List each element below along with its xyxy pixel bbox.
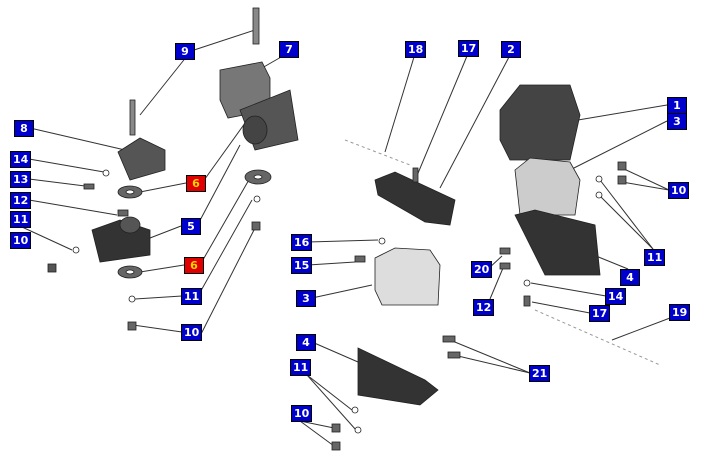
axis-lines	[344, 139, 661, 366]
callout-19[interactable]: 19	[669, 304, 691, 321]
callout-20[interactable]: 20	[471, 261, 493, 278]
callout-14[interactable]: 14	[605, 288, 627, 305]
callout-11[interactable]: 11	[10, 211, 32, 228]
callout-15[interactable]: 15	[291, 257, 313, 274]
callout-17[interactable]: 17	[589, 305, 611, 322]
callout-1[interactable]: 1	[667, 97, 687, 114]
callout-4[interactable]: 4	[620, 269, 640, 286]
callout-8[interactable]: 8	[14, 120, 34, 137]
callout-10[interactable]: 10	[181, 324, 203, 341]
leader-lines	[21, 29, 671, 447]
callout-14[interactable]: 14	[10, 151, 32, 168]
callout-9[interactable]: 9	[175, 43, 195, 60]
callout-7[interactable]: 7	[279, 41, 299, 58]
callout-3[interactable]: 3	[296, 290, 316, 307]
callout-21[interactable]: 21	[529, 365, 551, 382]
callout-17[interactable]: 17	[458, 40, 480, 57]
callout-6-highlighted[interactable]: 6	[184, 257, 204, 274]
callout-13[interactable]: 13	[10, 171, 32, 188]
callout-12[interactable]: 12	[473, 299, 495, 316]
callout-12[interactable]: 12	[10, 192, 32, 209]
callout-10[interactable]: 10	[291, 405, 313, 422]
callout-18[interactable]: 18	[405, 41, 427, 58]
callout-16[interactable]: 16	[291, 234, 313, 251]
part-shapes	[47, 7, 627, 451]
callout-3[interactable]: 3	[667, 113, 687, 130]
callout-5[interactable]: 5	[181, 218, 201, 235]
callout-6-highlighted[interactable]: 6	[186, 175, 206, 192]
callout-10[interactable]: 10	[10, 232, 32, 249]
callout-4[interactable]: 4	[296, 334, 316, 351]
callout-2[interactable]: 2	[501, 41, 521, 58]
callout-11[interactable]: 11	[290, 359, 312, 376]
callout-11[interactable]: 11	[181, 288, 203, 305]
callout-11[interactable]: 11	[644, 249, 666, 266]
callout-10[interactable]: 10	[668, 182, 690, 199]
